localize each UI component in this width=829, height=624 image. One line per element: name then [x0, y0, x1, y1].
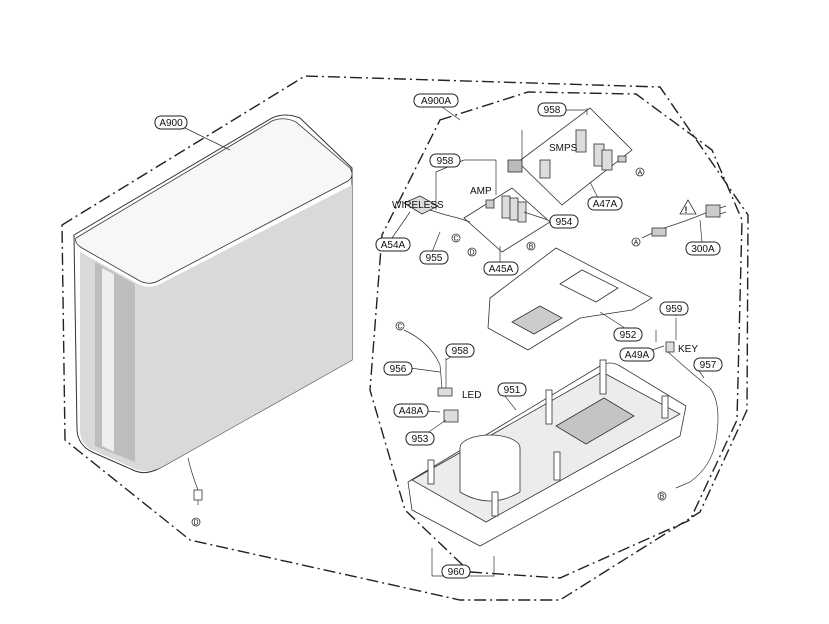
marker-b-key: B: [657, 491, 667, 501]
svg-text:955: 955: [426, 253, 443, 264]
callout-959: 959: [659, 301, 689, 316]
bracket-952: [487, 247, 653, 351]
svg-text:958: 958: [544, 105, 561, 116]
led-parts: [403, 329, 459, 423]
label-key: KEY: [678, 344, 698, 355]
marker-d-amp: D: [467, 247, 477, 257]
key-cable-957: [655, 318, 719, 489]
marker-b-amp: B: [526, 241, 536, 251]
callout-953: 953: [405, 431, 435, 446]
amp-board: [435, 159, 551, 253]
marker-c-amp: C: [451, 233, 461, 243]
svg-text:A48A: A48A: [399, 406, 424, 417]
label-wireless: WIRELESS: [392, 200, 444, 211]
callout-952: 952: [613, 327, 643, 342]
marker-d-cabinet: D: [191, 517, 201, 527]
svg-text:952: 952: [620, 330, 637, 341]
svg-text:A: A: [638, 170, 643, 177]
label-amp: AMP: [470, 186, 492, 197]
base-enclosure-951: [407, 359, 687, 547]
svg-text:D: D: [193, 520, 198, 527]
svg-text:D: D: [469, 250, 474, 257]
svg-text:300A: 300A: [691, 244, 715, 255]
wireless-module: [403, 195, 471, 223]
assembly-boundary-outer: [61, 75, 749, 601]
callout-956: 956: [383, 361, 413, 376]
callout-a900: A900: [154, 115, 188, 130]
callout-a47a: A47A: [587, 196, 623, 211]
label-smps: SMPS: [549, 143, 578, 154]
svg-text:B: B: [660, 494, 665, 501]
svg-text:A54A: A54A: [381, 240, 406, 251]
svg-text:A47A: A47A: [593, 199, 618, 210]
callout-958-led: 958: [445, 343, 475, 358]
svg-text:A: A: [634, 240, 639, 247]
callout-960: 960: [441, 564, 471, 579]
label-led: LED: [462, 390, 481, 401]
svg-text:959: 959: [666, 304, 683, 315]
callout-a48a: A48A: [393, 403, 429, 418]
callout-951: 951: [497, 382, 527, 397]
svg-text:953: 953: [412, 434, 429, 445]
svg-text:960: 960: [448, 567, 465, 578]
callout-a49a: A49A: [619, 347, 655, 362]
callout-954: 954: [549, 214, 579, 229]
marker-a-cord: A: [631, 237, 641, 247]
svg-text:954: 954: [556, 217, 573, 228]
svg-text:957: 957: [700, 360, 717, 371]
marker-c-led: C: [395, 321, 405, 331]
callout-300a: 300A: [685, 241, 721, 256]
callout-958-amp: 958: [429, 153, 461, 168]
callout-957: 957: [693, 357, 723, 372]
svg-text:A45A: A45A: [489, 264, 514, 275]
svg-text:958: 958: [452, 346, 469, 357]
power-cord-300a: [641, 199, 727, 239]
svg-text:A49A: A49A: [625, 350, 650, 361]
callout-a54a: A54A: [375, 237, 411, 252]
callout-958-smps: 958: [537, 102, 567, 117]
svg-text:951: 951: [504, 385, 521, 396]
svg-text:A900: A900: [159, 118, 183, 129]
callout-a45a: A45A: [483, 261, 519, 276]
warning-icon: !: [685, 205, 688, 215]
assembly-boundary-inner: [369, 91, 743, 579]
smps-board: [517, 107, 633, 206]
cabinet-a900: [73, 114, 353, 505]
svg-text:956: 956: [390, 364, 407, 375]
svg-text:C: C: [397, 324, 402, 331]
svg-text:B: B: [529, 244, 534, 251]
svg-text:C: C: [453, 236, 458, 243]
marker-a-smps: A: [635, 167, 645, 177]
callout-a900a: A900A: [413, 93, 459, 108]
svg-text:A900A: A900A: [421, 96, 451, 107]
callout-955: 955: [419, 250, 449, 265]
svg-text:958: 958: [437, 156, 454, 167]
